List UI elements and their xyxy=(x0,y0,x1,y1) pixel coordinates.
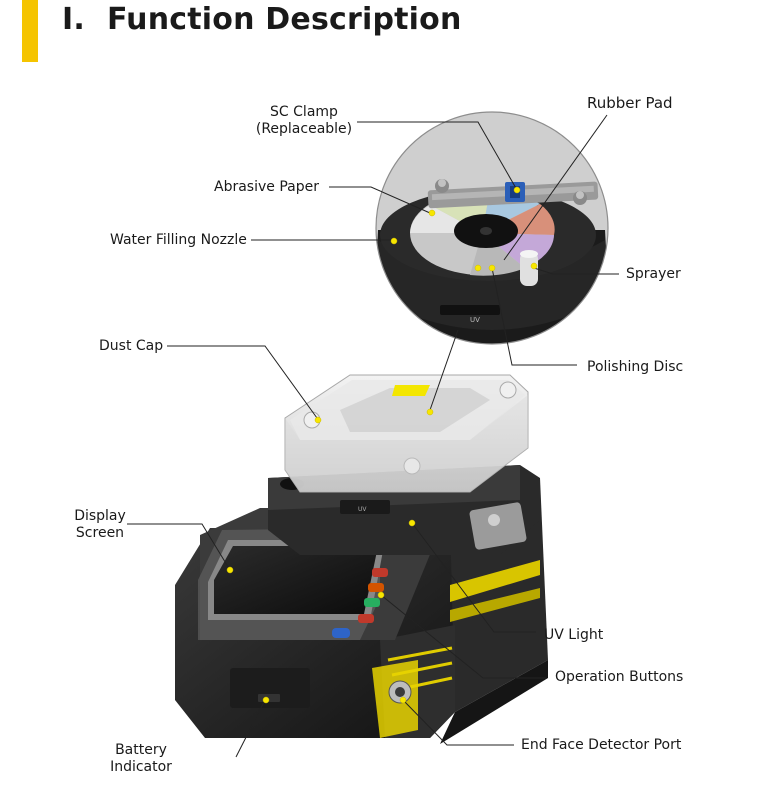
zoom-view: UV xyxy=(375,111,609,345)
zoom-uv-mark: UV xyxy=(470,316,480,324)
label-display-screen: Display Screen xyxy=(68,508,132,542)
label-sc-clamp-name: SC Clamp xyxy=(270,104,338,120)
callout-lines xyxy=(127,114,619,758)
label-operation-buttons: Operation Buttons xyxy=(555,669,684,685)
label-end-face-detector-port: End Face Detector Port xyxy=(521,737,682,753)
callout-markers xyxy=(226,186,538,704)
label-polishing-disc: Polishing Disc xyxy=(587,359,684,375)
label-sc-clamp-note: (Replaceable) xyxy=(255,121,353,137)
page-title: I. Function Description xyxy=(62,2,462,37)
dust-cap xyxy=(284,374,529,493)
section-number: I. xyxy=(62,2,85,37)
label-uv-light: UV Light xyxy=(544,627,604,643)
label-sprayer: Sprayer xyxy=(626,266,681,282)
label-display-screen-line1: Display xyxy=(74,508,126,524)
label-sc-clamp: SC Clamp (Replaceable) xyxy=(254,104,354,138)
label-battery-indicator-line1: Battery xyxy=(115,742,167,758)
label-display-screen-line2: Screen xyxy=(75,525,125,541)
side-clamp xyxy=(469,502,527,550)
device: UV xyxy=(175,374,548,744)
label-abrasive-paper: Abrasive Paper xyxy=(214,179,319,195)
section-accent-bar xyxy=(22,0,38,62)
label-rubber-pad: Rubber Pad xyxy=(587,94,673,112)
device-uv-mark: UV xyxy=(358,506,367,513)
sprayer-nozzle xyxy=(520,252,538,286)
label-water-filling-nozzle: Water Filling Nozzle xyxy=(110,232,247,248)
display-screen xyxy=(214,546,378,614)
label-dust-cap: Dust Cap xyxy=(99,338,164,354)
label-battery-indicator: Battery Indicator xyxy=(106,742,176,776)
polishing-disc-wheel xyxy=(410,190,555,276)
label-battery-indicator-line2: Indicator xyxy=(110,759,172,775)
operation-button-stack xyxy=(332,568,388,638)
section-title: Function Description xyxy=(106,2,462,37)
